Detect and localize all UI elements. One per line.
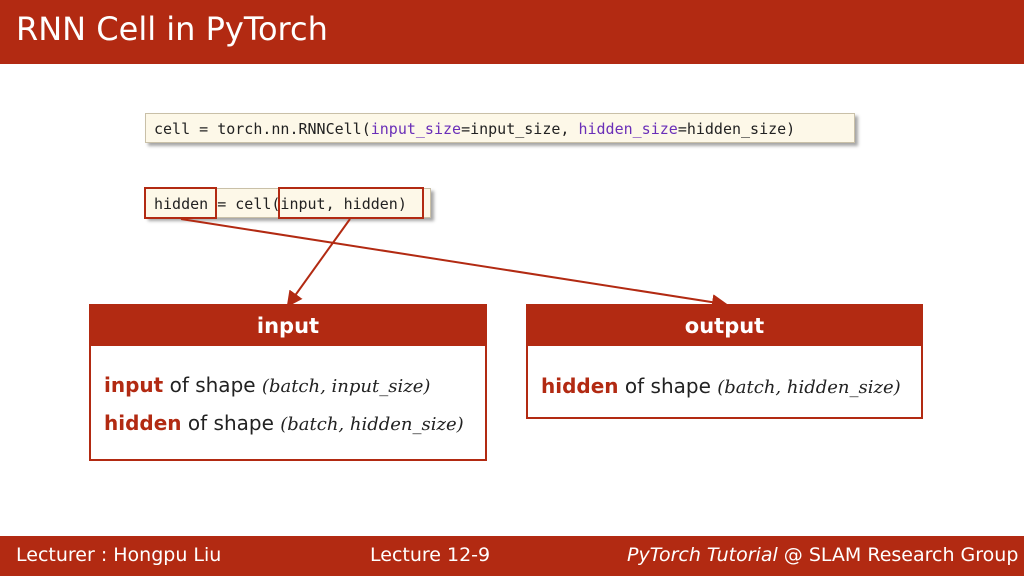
footer-course: PyTorch Tutorial @ SLAM Research Group — [627, 544, 1018, 566]
highlight-box-output — [144, 187, 217, 219]
code-text: =hidden_size) — [677, 120, 796, 138]
shape-math: (batch, hidden_size) — [717, 377, 901, 398]
footer-course-name: PyTorch Tutorial — [627, 544, 778, 566]
arrow-to-output — [180, 218, 728, 311]
footer-bar: Lecturer : Hongpu Liu Lecture 12-9 PyTor… — [0, 536, 1024, 576]
code-text: = cell — [208, 195, 272, 213]
code-text: =input_size, — [461, 120, 579, 138]
hidden-shape-row: hidden of shape (batch, hidden_size) — [104, 411, 464, 435]
code-keyword-hidden-size: hidden_size — [578, 120, 678, 138]
output-panel: output hidden of shape (batch, hidden_si… — [526, 304, 923, 419]
shape-math: (batch, hidden_size) — [280, 414, 464, 435]
code-keyword-input-size: input_size — [370, 120, 462, 138]
footer-lecturer: Lecturer : Hongpu Liu — [16, 544, 222, 566]
output-panel-title: output — [528, 306, 921, 346]
code-output-hidden: hidden — [154, 195, 209, 213]
shape-label: of shape — [163, 373, 262, 397]
footer-course-group: @ SLAM Research Group — [777, 544, 1019, 566]
slide-title: RNN Cell in PyTorch — [16, 10, 328, 48]
output-shape-row: hidden of shape (batch, hidden_size) — [541, 374, 901, 398]
shape-label: of shape — [181, 411, 281, 435]
input-panel-title: input — [91, 306, 485, 346]
shape-math: (batch, input_size) — [261, 376, 431, 397]
input-panel: input input of shape (batch, input_size)… — [89, 304, 487, 461]
code-text: cell = torch.nn.RNNCell( — [154, 120, 371, 138]
shape-label: of shape — [618, 374, 718, 398]
code-args: (input, hidden) — [271, 195, 407, 213]
title-bar: RNN Cell in PyTorch — [0, 0, 1024, 64]
term-hidden: hidden — [104, 411, 182, 435]
code-line-cell-definition: cell = torch.nn.RNNCell(input_size=input… — [145, 113, 855, 143]
arrow-to-input — [286, 218, 351, 308]
term-hidden: hidden — [541, 374, 619, 398]
footer-lecture-number: Lecture 12-9 — [370, 544, 491, 566]
highlight-box-args — [278, 187, 424, 219]
input-shape-row: input of shape (batch, input_size) — [104, 373, 430, 397]
term-input: input — [104, 373, 164, 397]
